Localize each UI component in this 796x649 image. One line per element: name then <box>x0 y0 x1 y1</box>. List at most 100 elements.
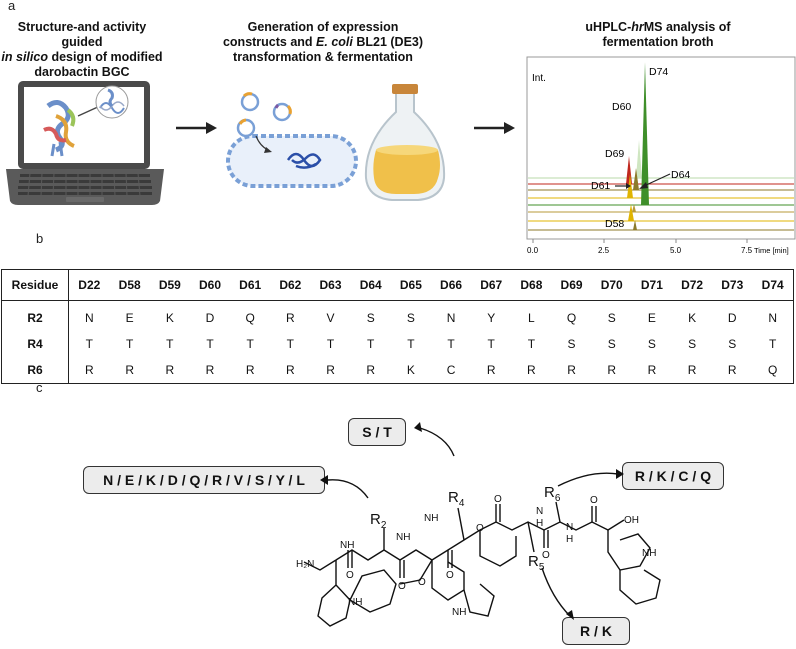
panel-label-a: a <box>8 0 16 13</box>
table-cell: E <box>647 311 656 325</box>
o-label: O <box>398 581 406 592</box>
step3-line1-post: MS analysis of <box>643 20 731 34</box>
o-label: O <box>590 495 598 506</box>
step2-line3: transformation & fermentation <box>233 50 413 64</box>
table-header-row: Residue D22 D58 D59 D60 D61 D62 D63 D64 … <box>1 269 794 301</box>
table-cell: Q <box>245 311 255 325</box>
row-label: R6 <box>1 357 69 384</box>
table-cell: S <box>688 337 697 351</box>
nh-label: NH <box>348 597 362 608</box>
panel-label-c: c <box>36 380 43 395</box>
peak-label-D61: D61 <box>591 180 610 192</box>
o-label: O <box>542 550 550 561</box>
chromatogram: Int. D74 D60 D69 D64 D61 D58 0.0 2.5 5.0… <box>526 56 796 255</box>
table-cell: R <box>286 311 295 325</box>
column-header: D61 <box>230 269 271 301</box>
o-label: O <box>346 570 354 581</box>
step2-italic: E. coli <box>316 35 353 49</box>
table-cell: S <box>366 311 375 325</box>
table-cell: Q <box>767 363 778 377</box>
h-label: H <box>536 518 543 529</box>
table-cell: T <box>246 337 254 351</box>
nh-label: NH <box>396 532 410 543</box>
table-cell: L <box>528 311 535 325</box>
o-label: O <box>494 494 502 505</box>
step2-line2-post: BL21 (DE3) <box>352 35 424 49</box>
column-header: D67 <box>471 269 512 301</box>
dna-coil <box>286 152 322 169</box>
table-cell: T <box>447 337 455 351</box>
table-cell: S <box>607 337 616 351</box>
peak-label-D64: D64 <box>671 169 690 181</box>
peak-label-D58: D58 <box>605 218 624 230</box>
step2-title: Generation of expression constructs and … <box>213 20 433 65</box>
x-tick-3: 7.5 <box>741 246 753 255</box>
r2-substitution-box: N / E / K / D / Q / R / V / S / Y / L <box>83 466 325 494</box>
step1-line2: in silico design of modified <box>0 50 164 65</box>
table-header-residue: Residue <box>1 269 69 301</box>
o-label: O <box>476 523 484 534</box>
x-tick-2: 5.0 <box>670 246 682 255</box>
residue-table: Residue D22 D58 D59 D60 D61 D62 D63 D64 … <box>1 269 794 384</box>
table-cell: R <box>567 363 576 377</box>
column-header: D71 <box>631 269 672 301</box>
table-cell: K <box>406 363 415 377</box>
keyboard <box>18 174 152 195</box>
step3-title: uHPLC-hrMS analysis of fermentation brot… <box>568 20 748 50</box>
x-axis-ticks <box>532 239 748 243</box>
arrow-right-icon <box>176 122 217 134</box>
table-cell: R <box>286 363 295 377</box>
nh-label: NH <box>452 607 466 618</box>
table-cell: T <box>407 337 415 351</box>
x-tick-1: 2.5 <box>598 246 610 255</box>
o-label: O <box>418 577 426 588</box>
table-cell: R <box>527 363 536 377</box>
nh-label: NH <box>642 548 656 559</box>
table-row: R2 N E K D Q R V S S N Y L Q S E K D N <box>1 300 794 331</box>
step2-line2-pre: constructs and <box>222 35 317 49</box>
column-header: D72 <box>671 269 713 301</box>
table-row: R6 R R R R R R R R K C R R R R R R R Q <box>1 357 794 384</box>
table-cell: R <box>687 363 697 377</box>
table-cell: V <box>326 311 335 325</box>
table-cell: T <box>125 337 134 351</box>
table-cell: R <box>647 363 657 377</box>
row-label: R4 <box>1 331 69 357</box>
column-header: D74 <box>752 269 794 301</box>
table-cell: N <box>768 311 777 325</box>
table-cell: E <box>125 311 134 325</box>
column-header: D64 <box>350 269 391 301</box>
r5-substitution-box: R / K <box>562 617 630 645</box>
column-header: D60 <box>189 269 231 301</box>
nh-label: NH <box>340 540 354 551</box>
table-cell: D <box>205 311 215 325</box>
r4-label: R4 <box>448 489 465 509</box>
nh-label: NH <box>424 513 438 524</box>
table-cell: S <box>607 311 616 325</box>
peak-label-D60: D60 <box>612 101 631 113</box>
column-header: D22 <box>68 269 110 301</box>
table-cell: Y <box>487 311 496 325</box>
table-cell: R <box>486 363 496 377</box>
x-axis-label: Time [min] <box>754 246 789 255</box>
table-cell: R <box>607 363 617 377</box>
o-label: O <box>446 570 454 581</box>
column-header: D70 <box>591 269 632 301</box>
step3-line2: fermentation broth <box>602 35 714 49</box>
column-header: D59 <box>149 269 190 301</box>
r5-label: R5 <box>528 553 545 573</box>
table-cell: S <box>728 337 737 351</box>
table-cell: N <box>446 311 456 325</box>
step2-line1: Generation of expression <box>247 20 399 34</box>
table-cell: R <box>326 363 335 377</box>
column-header: D73 <box>712 269 753 301</box>
table-cell: R <box>727 363 737 377</box>
table-row: R4 T T T T T T T T T T T T S S S S S T <box>1 331 794 357</box>
table-cell: T <box>286 337 295 351</box>
table-cell: N <box>84 311 94 325</box>
column-header: D65 <box>390 269 431 301</box>
table-cell: S <box>406 311 415 325</box>
table-cell: D <box>727 311 737 325</box>
fermentation-illustration <box>226 84 446 201</box>
